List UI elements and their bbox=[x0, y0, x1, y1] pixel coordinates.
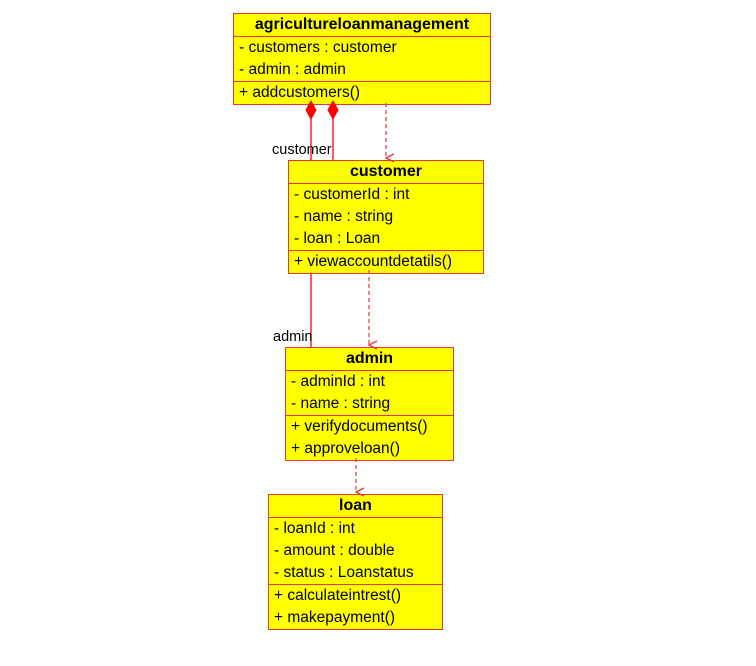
methods-section: + addcustomers() bbox=[234, 81, 490, 104]
class-title: admin bbox=[286, 348, 453, 371]
method-row: + verifydocuments() bbox=[291, 418, 428, 435]
methods-section: + viewaccountdetatils() bbox=[289, 250, 483, 273]
attributes-section: - customerId : int - name : string - loa… bbox=[289, 184, 483, 250]
class-title: customer bbox=[289, 161, 483, 184]
class-loan[interactable]: loan - loanId : int - amount : double - … bbox=[268, 494, 443, 630]
attribute-row: - loanId : int bbox=[274, 520, 355, 537]
class-title: agricultureloanmanagement bbox=[234, 14, 490, 37]
method-row: + calculateintrest() bbox=[274, 587, 402, 604]
attribute-row: - adminId : int bbox=[291, 373, 385, 390]
class-title: loan bbox=[269, 495, 442, 518]
class-admin[interactable]: admin - adminId : int - name : string + … bbox=[285, 347, 454, 461]
attribute-row: - admin : admin bbox=[239, 61, 346, 78]
method-row: + viewaccountdetatils() bbox=[294, 253, 453, 270]
method-row: + approveloan() bbox=[291, 440, 400, 457]
role-label-admin: admin bbox=[273, 329, 313, 345]
role-label-customer: customer bbox=[272, 142, 332, 158]
method-row: + makepayment() bbox=[274, 609, 396, 626]
attribute-row: - amount : double bbox=[274, 542, 395, 559]
attribute-row: - customerId : int bbox=[294, 186, 410, 203]
attributes-section: - customers : customer - admin : admin bbox=[234, 37, 490, 81]
methods-section: + calculateintrest() + makepayment() bbox=[269, 584, 442, 629]
class-agricultureloanmanagement[interactable]: agricultureloanmanagement - customers : … bbox=[233, 13, 491, 105]
attribute-row: - status : Loanstatus bbox=[274, 564, 414, 581]
attribute-row: - name : string bbox=[291, 395, 391, 412]
attribute-row: - name : string bbox=[294, 208, 394, 225]
class-customer[interactable]: customer - customerId : int - name : str… bbox=[288, 160, 484, 274]
attributes-section: - adminId : int - name : string bbox=[286, 371, 453, 415]
attributes-section: - loanId : int - amount : double - statu… bbox=[269, 518, 442, 584]
methods-section: + verifydocuments() + approveloan() bbox=[286, 415, 453, 460]
attribute-row: - loan : Loan bbox=[294, 230, 381, 247]
method-row: + addcustomers() bbox=[239, 84, 361, 101]
attribute-row: - customers : customer bbox=[239, 39, 397, 56]
